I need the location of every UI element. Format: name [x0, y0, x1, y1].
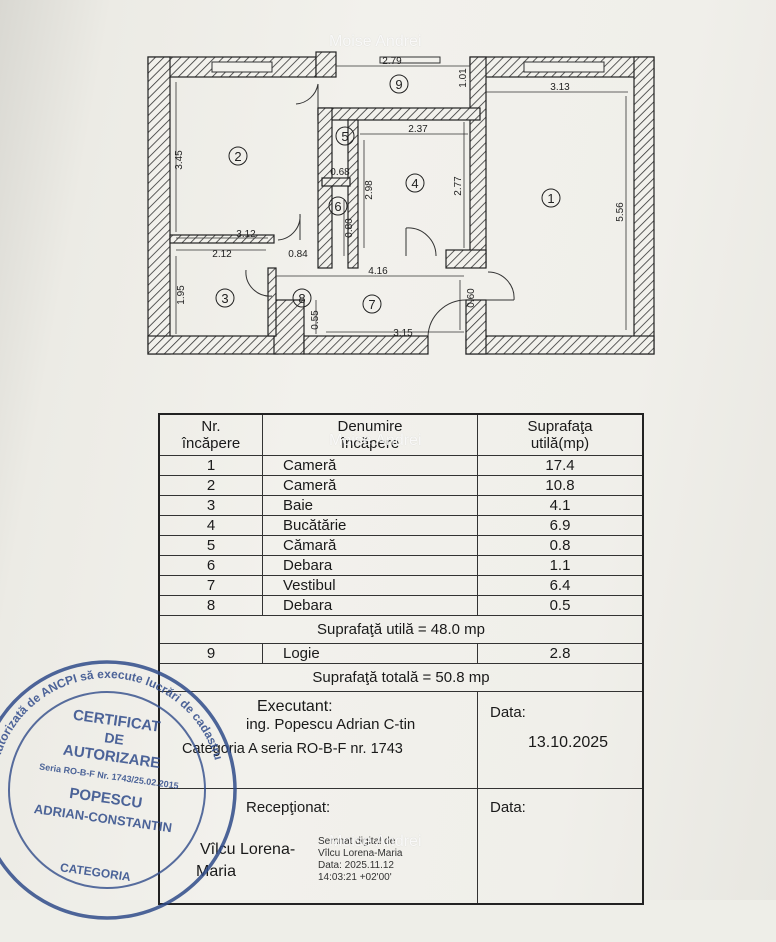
- dim-label: 3.15: [393, 328, 413, 339]
- room-number: 4: [411, 176, 418, 191]
- receptionat-date-cell: Data:: [477, 788, 644, 904]
- area-table: Nr. încăpere Denumire încăpere Suprafaţa…: [158, 413, 644, 905]
- header-area: Suprafaţa utilă(mp): [477, 413, 644, 456]
- windows: [211, 56, 605, 73]
- room-number: 5: [341, 129, 348, 144]
- room-number: 2: [234, 149, 241, 164]
- executant-date: 13.10.2025: [528, 734, 609, 751]
- executant-name: ing. Popescu Adrian C-tin: [246, 716, 416, 733]
- room-5-circle: [335, 126, 355, 146]
- dimension-texts: 2.79 1.01 3.13 3.45 2.37 0.68 2.98 2.77 …: [174, 56, 626, 339]
- useful-area-row: Suprafaţă utilă = 48.0 mp: [158, 615, 644, 644]
- room-number: 1: [547, 191, 554, 206]
- executant-date-label: Data:: [490, 704, 526, 721]
- stamp-line: DE: [103, 729, 124, 748]
- room-number: 7: [368, 297, 375, 312]
- receptionat-date-label: Data:: [490, 799, 526, 816]
- room-6-circle: [328, 196, 348, 216]
- receptionat-name-2: Maria: [196, 863, 237, 880]
- room-numbers: 1 2 3 4 5 6 7 8 9: [221, 77, 554, 312]
- dim-label: 0.55: [310, 310, 321, 330]
- room-2-circle: [228, 146, 248, 166]
- executant-label: Executant:: [257, 698, 333, 715]
- dim-label: 2.79: [382, 56, 402, 67]
- dim-label: 1.01: [458, 68, 469, 88]
- room-number: 3: [221, 291, 228, 306]
- watermark: Moise Andrei: [329, 432, 422, 449]
- dim-label: 3.45: [174, 150, 185, 170]
- walls: [147, 51, 655, 355]
- room-8-circle: [292, 288, 312, 308]
- dim-label: 0.60: [466, 288, 477, 308]
- dim-label: 0.68: [330, 167, 350, 178]
- receptionat-cell: Recepţionat: Vîlcu Lorena- Maria: [158, 788, 478, 904]
- executant-date-cell: Data: 13.10.2025: [477, 691, 644, 789]
- room-9-circle: [389, 74, 409, 94]
- dim-label: 1.95: [176, 285, 187, 305]
- receptionat-label: Recepţionat:: [246, 799, 331, 816]
- watermark: Moise Andrei: [329, 833, 422, 850]
- room-labels: [215, 74, 561, 314]
- receptionat-row: Recepţionat: Vîlcu Lorena- Maria Data:: [158, 788, 644, 904]
- floor-plan: 1 2 3 4 5 6 7 8 9 2.79 1.01 3.13 3.45 2.…: [147, 51, 655, 355]
- room-number: 6: [334, 199, 341, 214]
- header-nr: Nr. încăpere: [158, 413, 263, 456]
- room-4-circle: [405, 173, 425, 193]
- dim-label: 3.13: [550, 82, 570, 93]
- dim-label: 5.56: [615, 202, 626, 222]
- door-swings: [245, 83, 515, 337]
- executant-authorization: Categoria A seria RO-B-F nr. 1743: [182, 741, 403, 757]
- digital-signature: Semnat digital de Vîlcu Lorena-Maria Dat…: [318, 836, 403, 883]
- dim-label: 2.12: [212, 249, 232, 260]
- dimension-lines: [175, 65, 628, 334]
- header-name: Denumire încăpere: [262, 413, 478, 456]
- room-7-circle: [362, 294, 382, 314]
- total-area: Suprafaţă totală = 50.8 mp: [158, 663, 644, 692]
- room-3-circle: [215, 288, 235, 308]
- dim-label: 0.80: [344, 218, 355, 238]
- useful-area-total: Suprafaţă utilă = 48.0 mp: [158, 615, 644, 644]
- watermark: Moise Andrei: [329, 33, 422, 50]
- dim-label: 2.98: [364, 180, 375, 200]
- dim-label: 2.77: [453, 176, 464, 196]
- executant-row: Executant: ing. Popescu Adrian C-tin Cat…: [158, 691, 644, 789]
- dim-label: 2.37: [408, 124, 428, 135]
- dim-label: 0.84: [288, 249, 308, 260]
- authorization-stamp: Autorizată de ANCPI să execute lucrări d…: [0, 651, 237, 920]
- room-number: 8: [298, 291, 305, 306]
- total-area-row: Suprafaţă totală = 50.8 mp: [158, 663, 644, 692]
- executant-cell: Executant: ing. Popescu Adrian C-tin Cat…: [158, 691, 478, 789]
- room-number: 9: [395, 77, 402, 92]
- room-1-circle: [541, 188, 561, 208]
- dim-label: 3.12: [236, 229, 256, 240]
- dim-label: 4.16: [368, 266, 388, 277]
- table-header-row: Nr. încăpere Denumire încăpere Suprafaţa…: [158, 413, 644, 456]
